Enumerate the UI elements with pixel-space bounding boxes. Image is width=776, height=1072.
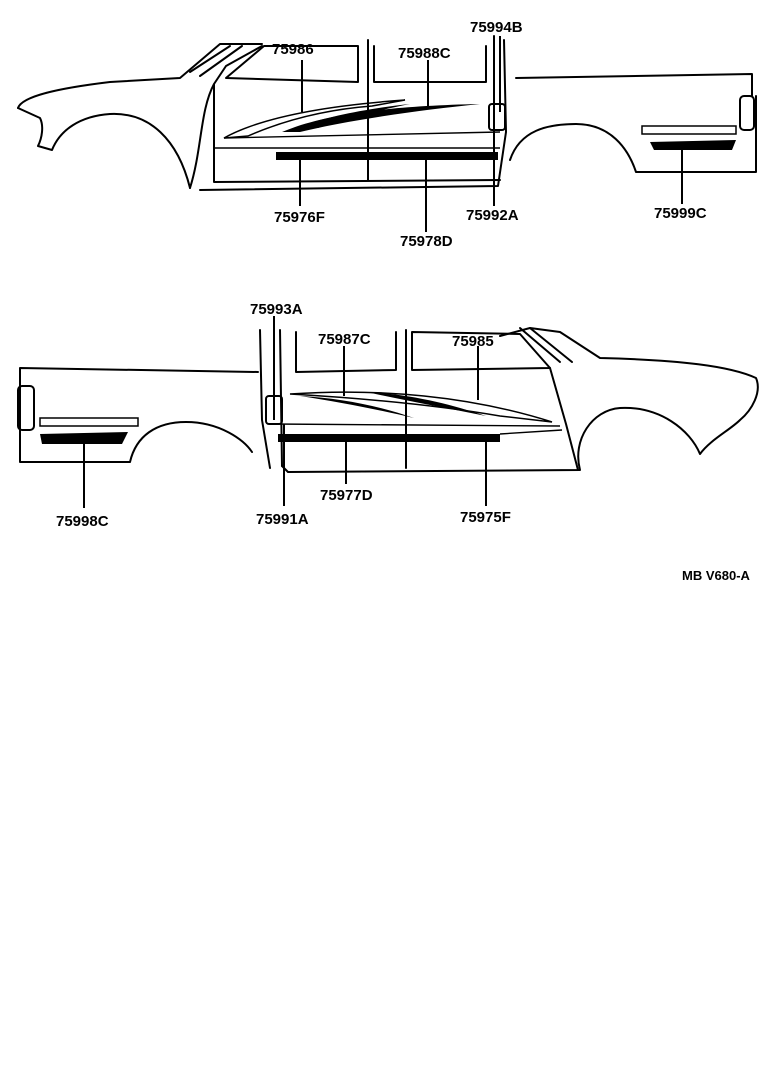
top-rear-lower-strip [650,140,736,150]
label-75998C: 75998C [56,513,109,530]
bottom-b-pillar-left [259,329,271,469]
top-front-wheel-arch [17,107,191,189]
top-side-mirror [488,103,506,131]
bottom-bed-outline [19,367,259,463]
label-75993A: 75993A [250,301,303,318]
top-stripe-75986 [300,104,410,128]
label-75991A: 75991A [256,511,309,528]
top-front-fender-outline [17,43,263,109]
top-upper-stripe-outline [223,99,406,139]
label-75986: 75986 [272,41,314,58]
bottom-tail-light [17,385,35,431]
top-vehicle-view: 75986 75988C 75994B 75976F 75978D 75992A… [17,19,757,250]
top-stripe-75988C [282,104,480,132]
label-75985: 75985 [452,333,494,350]
label-75987C: 75987C [318,331,371,348]
top-rear-upper-strip [641,125,737,135]
bottom-upper-stripe-outline [289,391,553,423]
bottom-front-door-edge [549,367,579,471]
bottom-windshield-pillar [519,327,573,363]
label-75976F: 75976F [274,209,325,226]
bottom-rear-window [295,331,397,373]
bottom-vehicle-view: 75993A 75987C 75985 75998C 75991A 75977D… [17,301,759,530]
diagram-code: MB V680-A [682,568,751,583]
label-75988C: 75988C [398,45,451,62]
top-rocker-strip [276,152,498,160]
bottom-rocker-strip [278,434,500,442]
bottom-stripe-75985 [366,392,486,416]
top-rear-window [373,45,487,83]
bottom-rear-lower-strip [40,432,128,444]
bottom-cab-outline [281,327,759,473]
bottom-mid-belt-line [499,429,563,435]
label-75978D: 75978D [400,233,453,250]
bottom-upper-belt-line [271,423,561,427]
label-75992A: 75992A [466,207,519,224]
top-windshield-pillar [189,45,243,77]
top-c-pillar [199,39,507,191]
bottom-rear-upper-strip [39,417,139,427]
label-75977D: 75977D [320,487,373,504]
label-75994B: 75994B [470,19,523,36]
top-bed-outline [509,73,757,173]
label-75999C: 75999C [654,205,707,222]
top-tail-light [739,95,755,131]
top-upper-belt-line [223,131,501,139]
top-cab-outline [189,45,501,189]
top-front-window [225,45,359,83]
label-75975F: 75975F [460,509,511,526]
